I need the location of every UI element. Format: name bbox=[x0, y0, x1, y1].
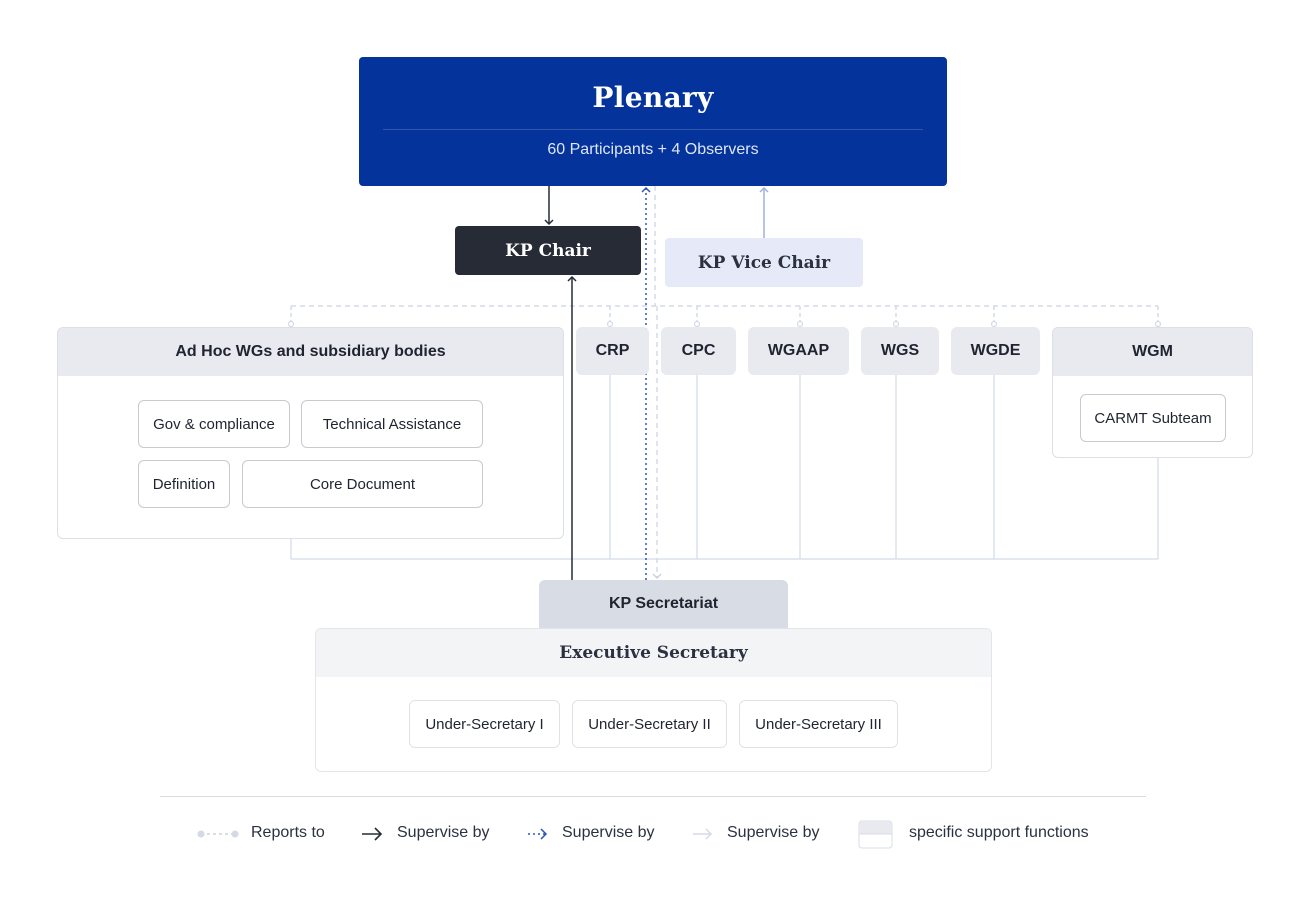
kp-secretariat-tab: KP Secretariat bbox=[539, 580, 788, 628]
wg-cpc: CPC bbox=[661, 327, 736, 375]
reports-to-node bbox=[606, 320, 614, 328]
plenary-divider bbox=[383, 129, 923, 130]
ad-hoc-item: Core Document bbox=[242, 460, 483, 508]
reports-to-node bbox=[990, 320, 998, 328]
plenary-box: Plenary 60 Participants + 4 Observers bbox=[359, 57, 947, 186]
under-secretary-item: Under-Secretary III bbox=[739, 700, 898, 748]
reports-to-node bbox=[892, 320, 900, 328]
ad-hoc-item: Definition bbox=[138, 460, 230, 508]
legend-label-supervise-light: Supervise by bbox=[727, 824, 820, 841]
ad-hoc-item: Technical Assistance bbox=[301, 400, 483, 448]
ad-hoc-panel: Ad Hoc WGs and subsidiary bodies Gov & c… bbox=[57, 327, 564, 539]
wg-wgde: WGDE bbox=[951, 327, 1040, 375]
plenary-title: Plenary bbox=[592, 81, 714, 114]
wg-crp: CRP bbox=[576, 327, 649, 375]
reports-to-node bbox=[796, 320, 804, 328]
under-secretary-item: Under-Secretary II bbox=[572, 700, 727, 748]
legend-label-supervise-dark: Supervise by bbox=[397, 824, 490, 841]
executive-secretary-title: Executive Secretary bbox=[316, 629, 991, 677]
executive-secretary-panel: Executive Secretary Under-Secretary I Un… bbox=[315, 628, 992, 772]
legend-divider bbox=[160, 796, 1146, 797]
reports-to-node bbox=[287, 320, 295, 328]
wgm-item: CARMT Subteam bbox=[1080, 394, 1226, 442]
wgm-panel: WGM CARMT Subteam bbox=[1052, 327, 1253, 458]
wgm-title: WGM bbox=[1053, 328, 1252, 376]
wg-wgaap: WGAAP bbox=[748, 327, 849, 375]
ad-hoc-title: Ad Hoc WGs and subsidiary bodies bbox=[58, 328, 563, 376]
legend-label-reports-to: Reports to bbox=[251, 824, 325, 841]
kp-vice-chair-box: KP Vice Chair bbox=[665, 238, 863, 287]
under-secretary-item: Under-Secretary I bbox=[409, 700, 560, 748]
ad-hoc-item: Gov & compliance bbox=[138, 400, 290, 448]
legend-label-support: specific support functions bbox=[909, 824, 1089, 841]
reports-to-node bbox=[1154, 320, 1162, 328]
plenary-subtitle: 60 Participants + 4 Observers bbox=[547, 141, 759, 158]
kp-chair-box: KP Chair bbox=[455, 226, 641, 275]
reports-to-node bbox=[693, 320, 701, 328]
wg-wgs: WGS bbox=[861, 327, 939, 375]
legend-label-supervise-blue: Supervise by bbox=[562, 824, 655, 841]
